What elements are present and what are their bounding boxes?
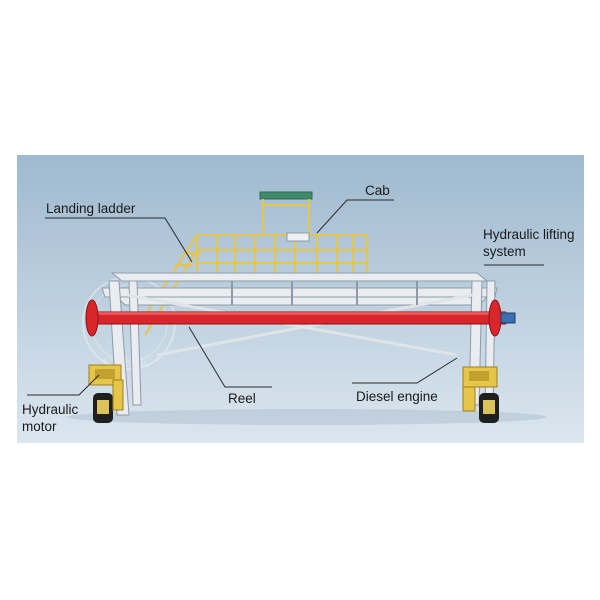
label-hydraulic-lifting-line1: Hydraulic lifting: [483, 227, 575, 242]
leader-hydraulic-motor: [27, 374, 100, 396]
leader-lines: [27, 199, 544, 396]
cab: [196, 191, 368, 276]
hydraulic-lifting-unit: [500, 312, 516, 324]
label-reel: Reel: [228, 391, 256, 406]
label-diesel-engine: Diesel engine: [356, 389, 438, 404]
irrigation-machine-diagram: CHINE: [17, 155, 584, 443]
label-hydraulic-motor-line2: motor: [22, 419, 57, 434]
label-hydraulic-motor-line1: Hydraulic: [22, 402, 79, 417]
label-cab: Cab: [365, 183, 390, 198]
leader-diesel-engine: [352, 357, 458, 384]
cab-roof: [259, 191, 313, 200]
leader-landing-ladder: [45, 217, 193, 263]
reel: [85, 299, 516, 337]
label-hydraulic-lifting-line2: system: [483, 244, 526, 259]
leader-cab: [316, 199, 394, 234]
left-wheel-assembly: [88, 364, 124, 423]
ground-shadow: [67, 409, 547, 425]
label-landing-ladder: Landing ladder: [46, 201, 136, 216]
leader-reel: [188, 326, 272, 388]
machine-illustration: CHINE: [17, 155, 584, 443]
right-wheel-assembly: [462, 366, 499, 423]
